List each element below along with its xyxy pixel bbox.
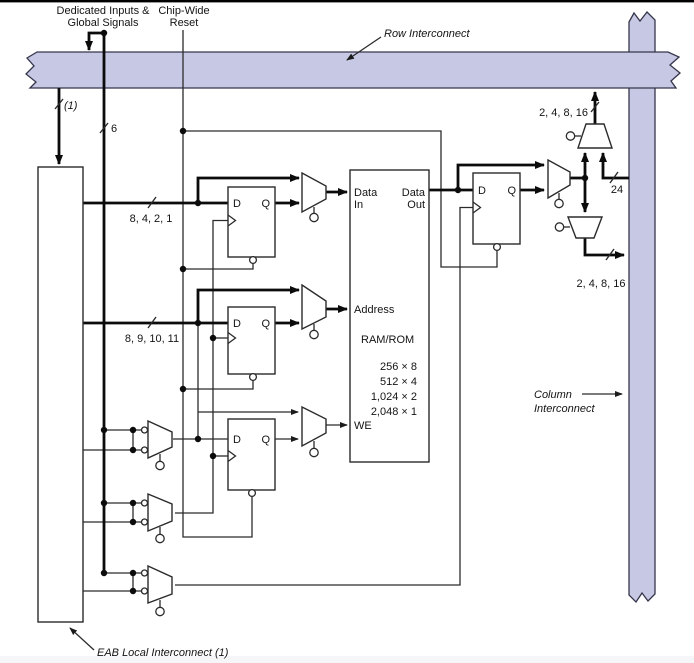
mux-to-column — [566, 216, 604, 239]
mux-to-row — [577, 123, 613, 149]
dedicated-inputs-label-1: Dedicated Inputs & — [57, 5, 151, 17]
note-1-label: (1) — [64, 100, 78, 112]
ram-data-in-1: Data — [354, 187, 378, 199]
eab-local-interconnect-label: EAB Local Interconnect (1) — [97, 647, 229, 659]
chip-wide-reset-label-2: Reset — [170, 17, 199, 29]
ff1-d: D — [233, 198, 241, 210]
width-out-bottom-label: 2, 4, 8, 16 — [577, 278, 626, 290]
row-interconnect-label: Row Interconnect — [384, 28, 471, 40]
flipflop-data — [227, 186, 276, 258]
wires-thin-arrow — [69, 36, 623, 651]
width-address-label: 8, 9, 10, 11 — [125, 333, 179, 345]
column-interconnect-band — [628, 11, 656, 604]
ram-data-out-2: Out — [407, 199, 425, 211]
mux-output-bypass — [547, 158, 571, 200]
flipflop-output — [472, 172, 521, 245]
dedicated-inputs-label-2: Global Signals — [68, 17, 139, 29]
row-interconnect-band — [25, 51, 682, 89]
ram-size-1: 512 × 4 — [380, 376, 417, 388]
ff3-q: Q — [507, 185, 516, 197]
width-out-top-label: 2, 4, 8, 16 — [539, 107, 588, 119]
mux-input-clock-select — [147, 492, 173, 533]
width-data-label: 8, 4, 2, 1 — [130, 213, 173, 225]
top-border — [0, 0, 694, 3]
bus-slashes — [54, 98, 619, 329]
ffwe-d: D — [233, 434, 241, 446]
mux-address-bypass — [301, 283, 327, 331]
mux-data-bypass — [301, 171, 327, 214]
ram-title: RAM/ROM — [361, 334, 414, 346]
ram-size-0: 256 × 8 — [380, 361, 417, 373]
ff1-q: Q — [261, 198, 270, 210]
ram-data-out-1: Data — [402, 187, 426, 199]
mux-output-clock-select — [147, 564, 173, 605]
ff3-d: D — [478, 185, 486, 197]
flipflop-address — [227, 306, 276, 375]
flipflop-we — [227, 418, 276, 491]
column-interconnect-label-1: Column — [534, 389, 572, 401]
mux-we-bypass — [301, 405, 327, 448]
mux-we-select — [147, 419, 173, 460]
width-24-label: 24 — [611, 184, 623, 196]
inverter-bubbles — [140, 131, 576, 617]
ff2-q: Q — [261, 318, 270, 330]
wires-bold — [55, 31, 629, 573]
ram-address-label: Address — [354, 304, 395, 316]
ram-size-2: 1,024 × 2 — [371, 391, 417, 403]
ram-size-3: 2,048 × 1 — [371, 406, 417, 418]
eab-local-interconnect-block — [37, 166, 84, 623]
width-6-label: 6 — [111, 123, 117, 135]
column-interconnect-label-2: Interconnect — [534, 403, 595, 415]
ffwe-q: Q — [261, 434, 270, 446]
junction-dots — [100, 29, 589, 595]
ram-we-label: WE — [354, 420, 372, 432]
chip-wide-reset-label-1: Chip-Wide — [158, 5, 209, 17]
ram-rom-block — [349, 169, 430, 463]
ram-data-in-2: In — [354, 199, 363, 211]
mux-shapes — [147, 123, 613, 605]
bottom-strip — [0, 656, 694, 663]
ff2-d: D — [233, 318, 241, 330]
